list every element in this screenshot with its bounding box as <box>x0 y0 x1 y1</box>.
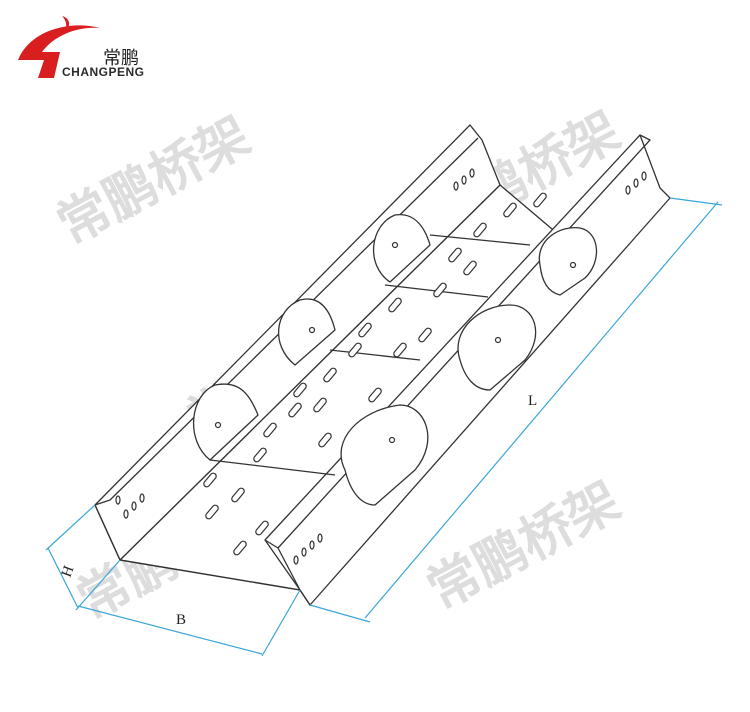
floor-slot <box>255 520 269 536</box>
logo-swoosh-icon <box>18 25 100 78</box>
width-dimension-line <box>77 605 263 655</box>
floor-slot <box>318 432 332 448</box>
floor-seam <box>429 234 531 246</box>
width-extension <box>261 589 301 657</box>
floor-slot <box>263 422 277 438</box>
end-hole <box>641 171 647 181</box>
logo-flame-icon <box>62 16 70 32</box>
floor-slot <box>473 222 487 238</box>
floor-slot <box>388 297 402 313</box>
bolt-hole <box>308 326 316 334</box>
end-hole <box>469 168 475 178</box>
front-end-profile <box>94 504 311 606</box>
end-hole <box>123 509 129 519</box>
end-hole <box>453 181 459 191</box>
floor-slot <box>348 342 362 358</box>
left-connector-plate <box>278 298 336 366</box>
end-holes <box>115 168 647 565</box>
floor-seam <box>329 349 421 361</box>
length-extension <box>669 197 723 206</box>
cable-tray-drawing <box>94 124 671 606</box>
floor-slot <box>233 540 247 556</box>
left-connector-plate <box>192 383 259 461</box>
end-hole <box>461 175 467 185</box>
end-hole <box>115 495 121 505</box>
floor-slot <box>463 260 477 276</box>
floor-slot <box>448 247 462 263</box>
floor-slot <box>533 192 547 208</box>
left-wall-flange <box>94 137 479 506</box>
end-hole <box>301 547 307 557</box>
floor-slot <box>433 282 447 298</box>
logo-chinese-name: 常鹏 <box>103 48 139 69</box>
floor-slot <box>231 487 245 503</box>
bolt-hole <box>214 421 222 429</box>
floor-slot <box>368 387 382 403</box>
floor-slot <box>288 402 302 418</box>
floor-slot <box>418 327 432 343</box>
height-dimension-line <box>47 547 79 609</box>
bolt-hole <box>391 241 399 249</box>
floor-slot <box>293 382 307 398</box>
right-connector-plate <box>340 404 429 506</box>
width-extension <box>75 559 121 611</box>
end-hole <box>633 178 639 188</box>
length-extension <box>309 604 371 623</box>
watermark-text: 常鹏桥架 <box>48 106 260 257</box>
length-dimension-line <box>364 201 719 619</box>
end-hole <box>625 185 631 195</box>
bolt-holes <box>214 241 577 444</box>
height-extension <box>45 504 96 551</box>
floor-slot <box>323 367 337 383</box>
height-label: H <box>59 564 78 580</box>
width-label: B <box>176 612 186 628</box>
bolt-hole <box>569 261 577 269</box>
end-hole <box>139 493 145 503</box>
right-connector-plate <box>538 227 598 296</box>
floor-slot <box>253 447 267 463</box>
length-label: L <box>528 393 537 409</box>
floor-slot <box>313 397 327 413</box>
end-hole <box>131 501 137 511</box>
floor-slot <box>393 342 407 358</box>
end-hole <box>317 533 323 543</box>
floor-slot <box>203 472 217 488</box>
logo-english-name: CHANGPENG <box>62 65 145 79</box>
floor-perforations <box>203 192 547 556</box>
bolt-hole <box>494 336 502 344</box>
right-connector-plate <box>457 304 537 391</box>
right-wall-edge <box>277 547 301 591</box>
watermark-text: 常鹏桥架 <box>418 471 630 622</box>
end-hole <box>309 540 315 550</box>
dimension-annotations: L B H <box>45 197 723 657</box>
floor-slot <box>358 322 372 338</box>
left-connector-plate <box>373 214 431 283</box>
bolt-hole <box>388 436 396 444</box>
floor-seam <box>209 459 336 476</box>
end-hole <box>293 555 299 565</box>
floor-slot <box>205 504 219 520</box>
company-logo: 常鹏 CHANGPENG <box>18 16 145 79</box>
floor-slot <box>503 202 517 218</box>
